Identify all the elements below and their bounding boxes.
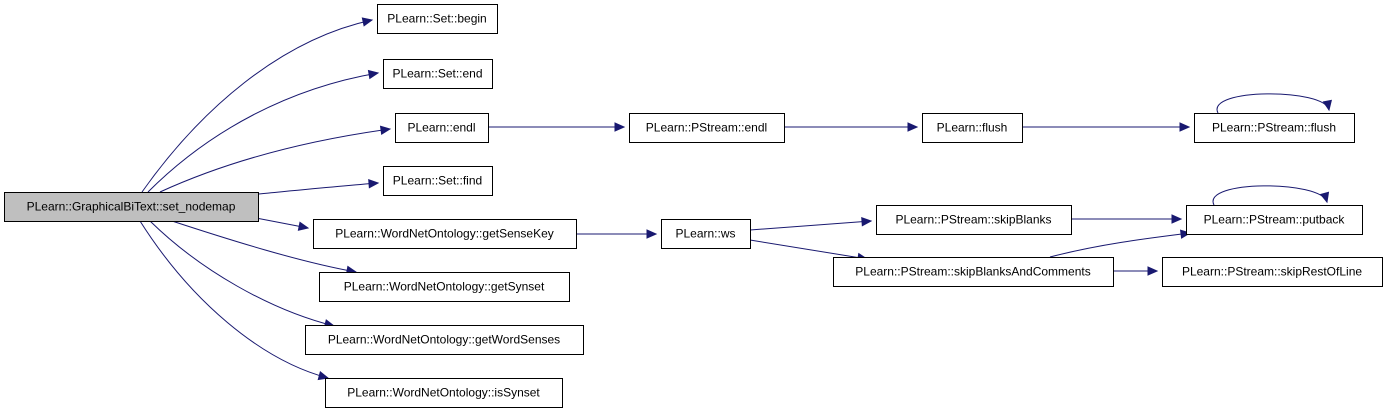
arrowhead xyxy=(1319,191,1330,204)
node-set_begin[interactable]: PLearn::Set::begin xyxy=(377,4,498,34)
node-label: PLearn::PStream::putback xyxy=(1204,213,1346,227)
arrowhead xyxy=(297,221,310,231)
edges-layer xyxy=(139,17,1332,381)
node-label: PLearn::GraphicalBiText::set_nodemap xyxy=(27,200,236,214)
node-getSenseKey[interactable]: PLearn::WordNetOntology::getSenseKey xyxy=(313,219,577,249)
arrowhead xyxy=(861,216,873,227)
edge-set_nodemap-to-getSenseKey xyxy=(255,217,310,231)
edge-set_nodemap-to-isSynset xyxy=(139,220,330,381)
node-label: PLearn::WordNetOntology::getWordSenses xyxy=(328,333,560,347)
node-set_nodemap[interactable]: PLearn::GraphicalBiText::set_nodemap xyxy=(4,192,259,222)
edge-line xyxy=(149,220,335,327)
node-box xyxy=(325,378,563,408)
node-box xyxy=(1186,205,1363,235)
node-label: PLearn::PStream::skipRestOfLine xyxy=(1182,265,1362,279)
node-label: PLearn::WordNetOntology::getSynset xyxy=(344,280,545,294)
edge-pstream_endl-to-flush xyxy=(784,122,919,132)
node-label: PLearn::endl xyxy=(407,121,475,135)
node-box xyxy=(305,325,584,355)
arrowhead xyxy=(1171,214,1183,224)
arrowhead xyxy=(1179,122,1191,132)
edge-skipBlanksAndComments-to-skipRestOfLine xyxy=(1113,266,1159,276)
node-ws[interactable]: PLearn::ws xyxy=(661,219,751,249)
node-box xyxy=(4,192,259,222)
edge-set_nodemap-to-set_end xyxy=(147,69,380,193)
edge-line xyxy=(139,220,329,379)
node-label: PLearn::WordNetOntology::isSynset xyxy=(347,386,540,400)
edge-putback-to-putback xyxy=(1212,185,1330,206)
edge-flush-to-pstream_flush xyxy=(1022,122,1191,132)
edge-line xyxy=(159,128,391,193)
node-box xyxy=(876,205,1072,235)
node-skipBlanks[interactable]: PLearn::PStream::skipBlanks xyxy=(876,205,1072,235)
edge-getSenseKey-to-ws xyxy=(576,229,658,239)
edge-line xyxy=(147,72,379,193)
node-set_end[interactable]: PLearn::Set::end xyxy=(383,59,493,89)
node-label: PLearn::Set::end xyxy=(392,67,482,81)
edge-set_nodemap-to-getWordSenses xyxy=(149,220,336,329)
node-box xyxy=(922,113,1023,143)
node-label: PLearn::PStream::endl xyxy=(646,121,767,135)
arrowhead xyxy=(367,69,380,80)
edge-endl-to-pstream_endl xyxy=(488,122,626,132)
edge-skipBlanksAndComments-to-putback xyxy=(1049,229,1192,258)
node-box xyxy=(383,166,493,196)
edge-skipBlanks-to-putback xyxy=(1071,214,1183,224)
edge-line xyxy=(749,220,872,231)
arrowhead xyxy=(1179,229,1192,239)
edge-line xyxy=(1049,232,1191,258)
edge-line xyxy=(257,182,379,195)
arrowhead xyxy=(379,125,392,136)
node-putback[interactable]: PLearn::PStream::putback xyxy=(1186,205,1363,235)
node-set_find[interactable]: PLearn::Set::find xyxy=(383,166,493,196)
arrowhead xyxy=(317,370,330,381)
node-pstream_endl[interactable]: PLearn::PStream::endl xyxy=(629,113,785,143)
arrowhead xyxy=(368,178,380,189)
edge-line xyxy=(171,220,357,273)
node-box xyxy=(395,113,489,143)
edge-pstream_flush-to-pstream_flush xyxy=(1216,93,1332,114)
node-label: PLearn::Set::find xyxy=(393,174,482,188)
edge-set_nodemap-to-set_find xyxy=(257,178,380,195)
edge-set_nodemap-to-set_begin xyxy=(141,17,374,193)
arrowhead xyxy=(614,122,626,132)
node-label: PLearn::PStream::flush xyxy=(1212,121,1336,135)
node-label: PLearn::PStream::skipBlanksAndComments xyxy=(855,265,1090,279)
node-skipRestOfLine[interactable]: PLearn::PStream::skipRestOfLine xyxy=(1162,257,1383,287)
node-box xyxy=(319,272,570,302)
node-label: PLearn::PStream::skipBlanks xyxy=(895,213,1051,227)
edge-ws-to-skipBlanks xyxy=(749,216,873,231)
edge-line xyxy=(749,239,868,260)
node-flush[interactable]: PLearn::flush xyxy=(922,113,1023,143)
node-getSynset[interactable]: PLearn::WordNetOntology::getSynset xyxy=(319,272,570,302)
node-box xyxy=(833,257,1114,287)
node-label: PLearn::flush xyxy=(937,121,1008,135)
node-pstream_flush[interactable]: PLearn::PStream::flush xyxy=(1194,113,1355,143)
edge-line xyxy=(1216,93,1330,114)
node-label: PLearn::WordNetOntology::getSenseKey xyxy=(335,227,554,241)
arrowhead xyxy=(907,122,919,132)
arrowhead xyxy=(646,229,658,239)
node-label: PLearn::Set::begin xyxy=(387,12,486,26)
node-skipBlanksAndComments[interactable]: PLearn::PStream::skipBlanksAndComments xyxy=(833,257,1114,287)
node-getWordSenses[interactable]: PLearn::WordNetOntology::getWordSenses xyxy=(305,325,584,355)
arrowhead xyxy=(361,17,374,27)
node-isSynset[interactable]: PLearn::WordNetOntology::isSynset xyxy=(325,378,563,408)
nodes-layer: PLearn::GraphicalBiText::set_nodemapPLea… xyxy=(4,4,1383,408)
node-label: PLearn::ws xyxy=(675,227,735,241)
node-box xyxy=(377,4,498,34)
arrowhead xyxy=(1147,266,1159,276)
arrowhead xyxy=(1322,99,1332,112)
node-endl[interactable]: PLearn::endl xyxy=(395,113,489,143)
node-box xyxy=(313,219,577,249)
node-box xyxy=(661,219,751,249)
node-box xyxy=(383,59,493,89)
edge-line xyxy=(1212,185,1328,206)
edge-set_nodemap-to-endl xyxy=(159,125,392,193)
node-box xyxy=(629,113,785,143)
edge-line xyxy=(141,19,373,193)
node-box xyxy=(1162,257,1383,287)
node-box xyxy=(1194,113,1355,143)
